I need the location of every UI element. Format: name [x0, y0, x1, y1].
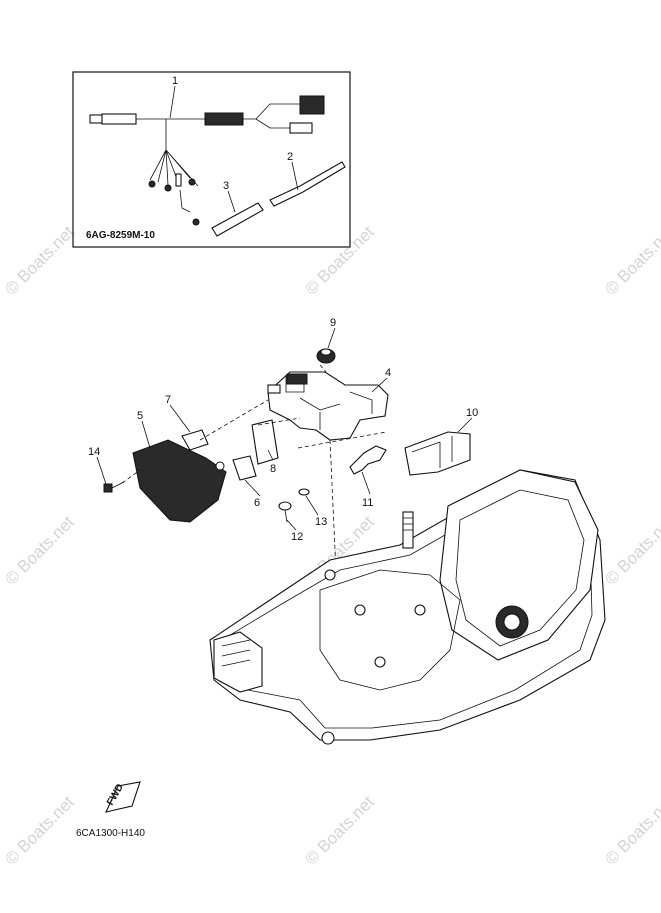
watermark: © Boats.net	[1, 792, 78, 869]
callout-11: 11	[362, 497, 373, 509]
callout-8: 8	[270, 463, 276, 475]
protective-tube	[211, 202, 264, 237]
callout-1: 1	[172, 75, 178, 87]
side-bracket	[132, 439, 227, 523]
plate-8	[251, 419, 279, 465]
inset-box: 1 2 3 6AG-8259M-10	[72, 71, 351, 248]
tie-strap	[269, 161, 346, 207]
diagram-code: 6CA1300-H140	[76, 828, 145, 839]
plate-6	[232, 455, 257, 481]
callout-7: 7	[165, 394, 171, 406]
bracket-assembly: 9 4 10 7 5 14 6 8 11 13 12	[88, 317, 478, 661]
callout-6: 6	[254, 497, 260, 509]
callout-12: 12	[291, 531, 303, 543]
wiring-harness	[89, 95, 325, 226]
bolt-14	[103, 481, 125, 493]
grommet	[316, 348, 336, 364]
clip	[349, 445, 387, 475]
watermark: © Boats.net	[301, 792, 378, 869]
callout-9: 9	[330, 317, 336, 329]
callout-4: 4	[385, 367, 391, 379]
watermark: © Boats.net	[601, 792, 661, 869]
callout-13: 13	[315, 516, 327, 528]
callout-3: 3	[223, 180, 229, 192]
watermark: © Boats.net	[1, 512, 78, 589]
watermark: © Boats.net	[1, 222, 78, 299]
plate-7	[181, 429, 209, 451]
engine-bottom-cowling	[209, 469, 606, 745]
callout-2: 2	[287, 151, 293, 163]
watermark: © Boats.net	[601, 222, 661, 299]
watermark: © Boats.net	[601, 512, 661, 589]
main-bracket	[267, 371, 389, 441]
screw-12	[278, 501, 292, 523]
cover	[404, 431, 471, 476]
watermark: © Boats.net	[301, 222, 378, 299]
callout-5: 5	[137, 410, 143, 422]
callout-14: 14	[88, 446, 100, 458]
inset-diagram-code: 6AG-8259M-10	[86, 230, 155, 241]
callout-10: 10	[466, 407, 478, 419]
washer-13	[298, 488, 310, 496]
fwd-arrow: FWD	[105, 781, 141, 813]
